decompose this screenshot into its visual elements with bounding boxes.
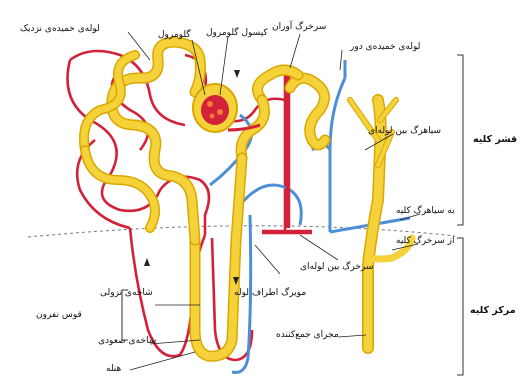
label-ascending-limb: شاخه‌ی صعودی xyxy=(98,336,156,347)
label-peritubular-capillary: مویرگ اطراف لوله xyxy=(234,288,306,299)
label-afferent-arteriole: سرخرگ آوران xyxy=(272,22,326,33)
glomerulus-ball xyxy=(201,95,229,125)
label-to-renal-vein: به سیاهرگ کلیه xyxy=(396,206,455,217)
label-peritubular-artery: سرخرگ بین لوله‌ای xyxy=(300,262,373,273)
tubule-system xyxy=(84,42,412,356)
label-proximal-tubule: لوله‌ی خمیده‌ی نزدیک xyxy=(20,24,100,35)
label-glomerular-capsule: کپسول گلومرول xyxy=(206,28,268,39)
label-collecting-duct: مجرای جمع‌کننده xyxy=(276,330,339,341)
label-peritubular-vein: سیاهرگ بین لوله‌ای xyxy=(368,126,441,137)
label-cortex: قشر کلیه xyxy=(473,134,517,145)
label-glomerulus: گلومرول xyxy=(158,30,191,41)
label-descending-limb: شاخه‌ی نزولی xyxy=(100,288,153,299)
label-loop-tip: هنله xyxy=(106,364,121,375)
label-distal-tubule: لوله‌ی خمیده‌ی دور xyxy=(350,42,420,53)
label-loop-of-henle: قوس نفرون xyxy=(36,310,82,321)
label-medulla: مرکز کلیه xyxy=(470,305,516,316)
label-from-renal-artery: از سرخرگ کلیه xyxy=(396,236,454,247)
